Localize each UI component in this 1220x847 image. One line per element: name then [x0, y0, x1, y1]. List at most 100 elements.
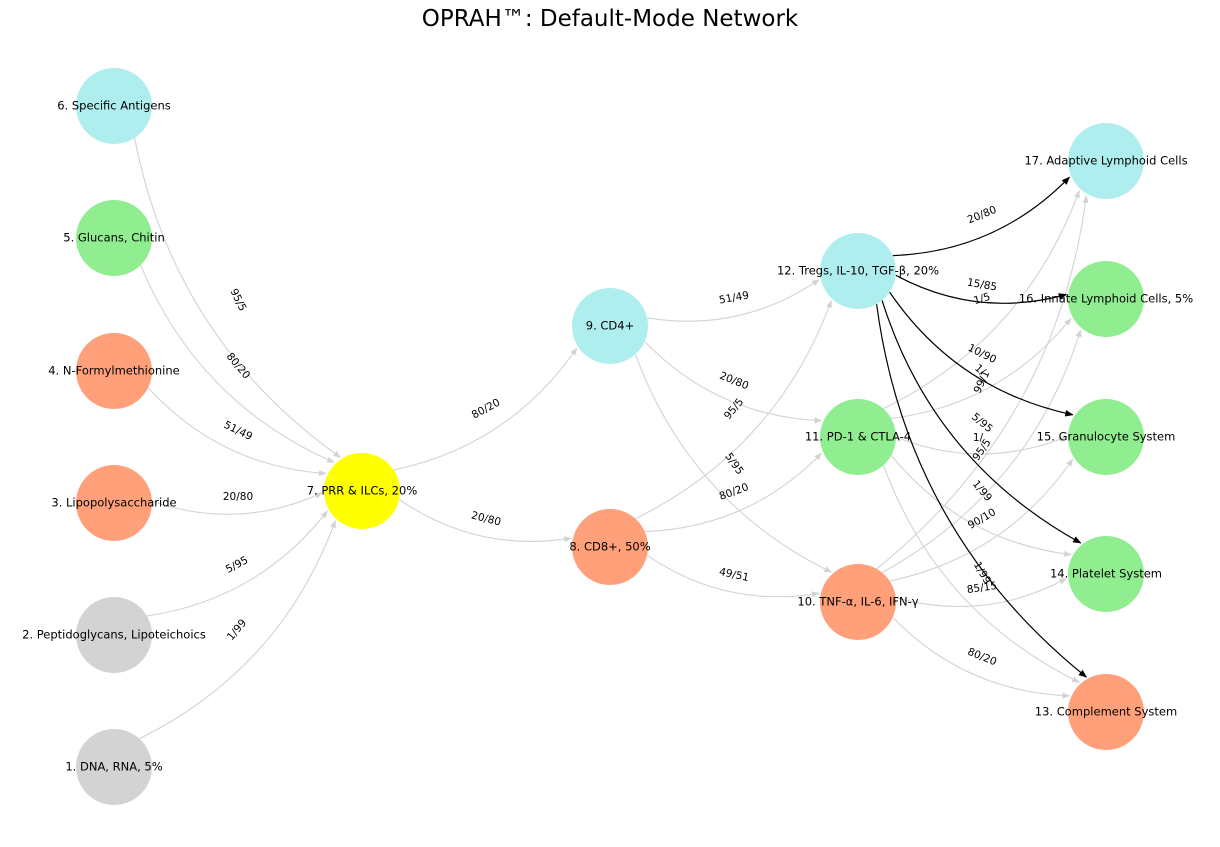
- node-n12: 12. Tregs, IL-10, TGF-β, 20%: [777, 233, 939, 309]
- edge-n10-n13: [892, 617, 1071, 699]
- node-n2: 2. Peptidoglycans, Lipoteichoics: [22, 597, 206, 673]
- edge-label-n9-n12: 51/49: [718, 289, 750, 306]
- edge-label-n12-n17: 20/80: [966, 204, 999, 226]
- edge-label-n7-n9: 80/20: [470, 397, 502, 422]
- node-circle-n15: [1068, 399, 1144, 475]
- node-label-n12: 12. Tregs, IL-10, TGF-β, 20%: [777, 264, 939, 278]
- node-n14: 14. Platelet System: [1050, 536, 1162, 612]
- edge-label-n6-n7: 95/5: [227, 287, 248, 313]
- node-n10: 10. TNF-α, IL-6, IFN-γ: [797, 564, 919, 640]
- edge-label-n5-n7: 80/20: [224, 351, 253, 382]
- node-label-n13: 13. Complement System: [1035, 705, 1177, 719]
- nodes-layer: 1. DNA, RNA, 5% 2. Peptidoglycans, Lipote…: [22, 68, 1193, 805]
- edge-n11-n15: [895, 436, 1067, 455]
- edge-n11-n13: [882, 465, 1080, 683]
- edge-label-n12-n16: 15/85: [966, 276, 998, 293]
- node-circle-n12: [820, 233, 896, 309]
- edge-label-n8-n11: 80/20: [718, 481, 751, 503]
- edge-label-n10-n14: 85/15: [966, 580, 998, 596]
- edge-n5-n7: [140, 264, 335, 463]
- diagram-title: OPRAH™: Default-Mode Network: [421, 6, 799, 32]
- edge-n10-n14: [895, 578, 1067, 608]
- edge-n2-n7: [146, 510, 328, 617]
- node-n11: 11. PD-1 & CTLA-4: [805, 399, 911, 475]
- node-label-n5: 5. Glucans, Chitin: [63, 231, 165, 245]
- node-label-n15: 15. Granulocyte System: [1037, 430, 1176, 444]
- edge-n7-n8: [398, 498, 572, 543]
- node-n1: 1. DNA, RNA, 5%: [65, 729, 163, 805]
- edge-label-n3-n7: 20/80: [223, 491, 253, 503]
- node-n17: 17. Adaptive Lymphoid Cells: [1024, 123, 1188, 199]
- node-circle-n10: [820, 564, 896, 640]
- edge-n1-n7: [139, 520, 336, 740]
- edge-label-n1-n7: 1/99: [225, 617, 249, 643]
- node-label-n7: 7. PRR & ILCs, 20%: [307, 484, 418, 498]
- node-label-n10: 10. TNF-α, IL-6, IFN-γ: [797, 595, 918, 609]
- edge-n12-n14: [881, 300, 1082, 544]
- edge-n8-n10: [646, 554, 820, 598]
- edge-label-n9-n11: 20/80: [718, 370, 751, 392]
- node-n15: 15. Granulocyte System: [1037, 399, 1176, 475]
- node-label-n6: 6. Specific Antigens: [57, 99, 171, 113]
- edges-layer: [134, 137, 1089, 740]
- edge-label-n4-n7: 51/49: [222, 419, 254, 443]
- node-n13: 13. Complement System: [1035, 674, 1177, 750]
- edge-n9-n10: [634, 354, 832, 573]
- edge-label-n7-n8: 20/80: [470, 510, 502, 529]
- edge-label-n12-n14: 1/99: [970, 478, 994, 504]
- edge-n11-n14: [890, 455, 1072, 557]
- node-n3: 3. Lipopolysaccharide: [51, 465, 177, 541]
- node-label-n3: 3. Lipopolysaccharide: [51, 496, 176, 510]
- edge-n11-n17: [883, 190, 1080, 410]
- node-label-n1: 1. DNA, RNA, 5%: [65, 760, 162, 774]
- node-circle-n8: [572, 509, 648, 585]
- node-circle-n3: [76, 465, 152, 541]
- edge-n8-n12: [635, 300, 832, 520]
- node-circle-n2: [76, 597, 152, 673]
- edge-n8-n11: [644, 452, 822, 533]
- edge-n9-n12: [647, 279, 820, 322]
- edge-label-n2-n7: 5/95: [224, 554, 250, 576]
- edge-n6-n7: [134, 137, 341, 458]
- node-n4: 4. N-Formylmethionine: [48, 333, 180, 409]
- edge-n12-n16: [895, 274, 1068, 304]
- node-n16: 16. Innate Lymphoid Cells, 5%: [1019, 261, 1193, 337]
- edge-label-n8-n12: 95/5: [722, 396, 746, 422]
- node-circle-n17: [1068, 123, 1144, 199]
- node-n9: 9. CD4+: [572, 288, 648, 364]
- edge-n11-n16: [891, 317, 1072, 420]
- node-circle-n14: [1068, 536, 1144, 612]
- node-label-n16: 16. Innate Lymphoid Cells, 5%: [1019, 292, 1193, 306]
- edge-label-extra-1: 1/5: [972, 291, 992, 307]
- edge-n4-n7: [147, 387, 327, 477]
- node-circle-n4: [76, 333, 152, 409]
- edge-label-n9-n10: 5/95: [722, 451, 745, 477]
- node-label-n17: 17. Adaptive Lymphoid Cells: [1024, 154, 1187, 168]
- edge-n3-n7: [151, 492, 323, 515]
- node-circle-n11: [820, 399, 896, 475]
- edge-n12-n13: [876, 304, 1088, 678]
- edge-n10-n17: [876, 195, 1089, 570]
- node-label-n4: 4. N-Formylmethionine: [48, 364, 180, 378]
- edge-n12-n15: [889, 291, 1074, 417]
- node-n7: 7. PRR & ILCs, 20%: [307, 453, 418, 529]
- node-n8: 8. CD8+, 50%: [569, 509, 651, 585]
- edge-label-n8-n10: 49/51: [718, 566, 750, 584]
- edge-label-extra-3: 1/: [973, 432, 984, 444]
- edge-label-extra-0: 10/90: [966, 342, 998, 366]
- node-label-n2: 2. Peptidoglycans, Lipoteichoics: [22, 628, 206, 642]
- node-circle-n5: [76, 200, 152, 276]
- edge-n10-n16: [881, 329, 1082, 574]
- edge-n7-n9: [393, 347, 578, 471]
- node-circle-n16: [1068, 261, 1144, 337]
- edge-n9-n11: [644, 341, 823, 424]
- edge-n10-n15: [889, 458, 1074, 582]
- node-n5: 5. Glucans, Chitin: [63, 200, 165, 276]
- node-circle-n13: [1068, 674, 1144, 750]
- node-label-n14: 14. Platelet System: [1050, 567, 1162, 581]
- node-circle-n7: [324, 453, 400, 529]
- node-circle-n6: [76, 68, 152, 144]
- edge-n12-n17: [892, 176, 1070, 257]
- node-circle-n9: [572, 288, 648, 364]
